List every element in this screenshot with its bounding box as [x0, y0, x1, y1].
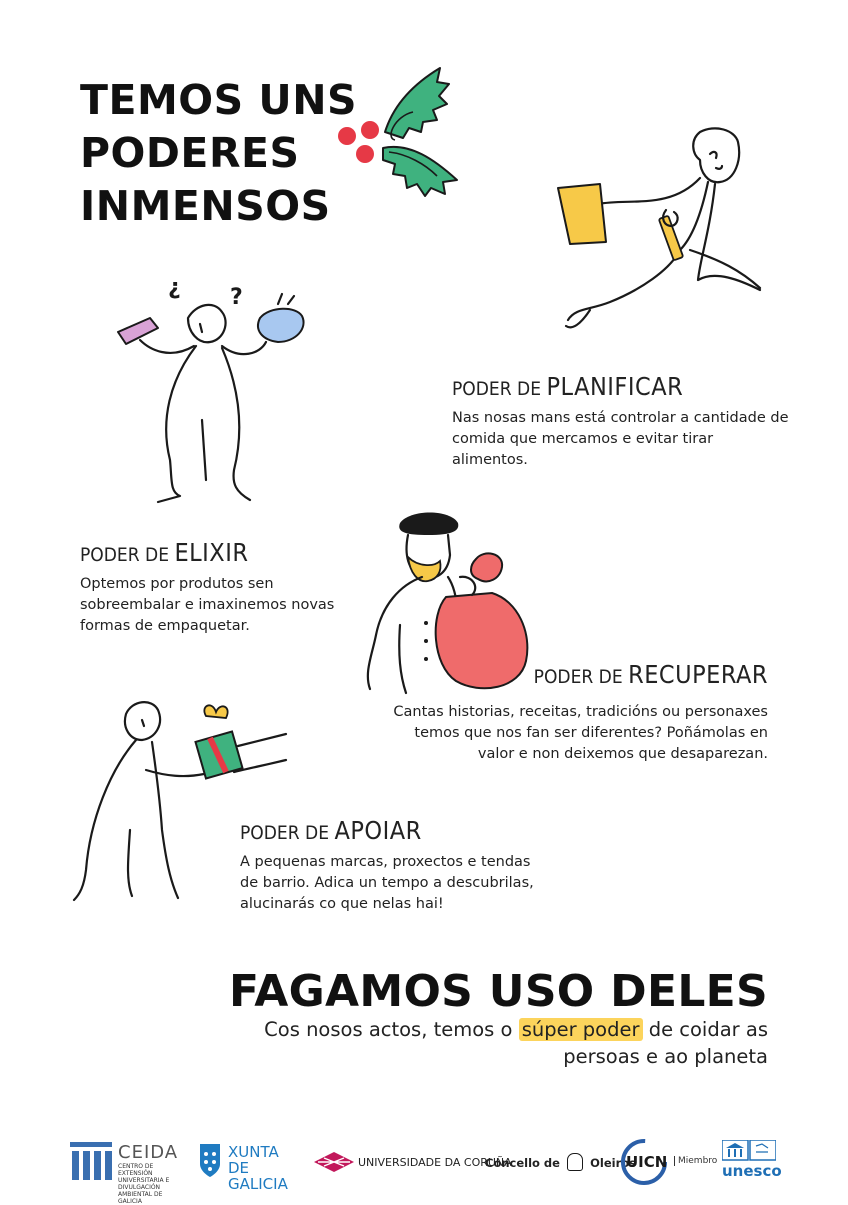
ceida-line-2: UNIVERSITARIA E DIVULGACIÓN [118, 1177, 170, 1191]
power-elixir-heading: PODER DE ELIXIR [80, 538, 248, 567]
uicn-name: UICN [626, 1153, 668, 1171]
power-recuperar-text: Cantas historias, receitas, tradicións o… [393, 704, 768, 762]
power-recuperar-prefix: PODER DE [533, 666, 623, 688]
power-planificar-prefix: PODER DE [452, 378, 541, 400]
ceida-logo-icon [70, 1142, 112, 1180]
uicn-tag: Miembro [674, 1156, 717, 1166]
power-elixir-prefix: PODER DE [80, 544, 169, 566]
ceida-line-3: AMBIENTAL DE GALICIA [118, 1191, 163, 1205]
power-elixir-verb: ELIXIR [174, 538, 249, 567]
power-planificar-heading: PODER DE PLANIFICAR [452, 372, 683, 401]
closing-title: FAGAMOS USO DELES [228, 966, 768, 1017]
closing-subtitle: Cos nosos actos, temos o súper poder de … [248, 1016, 768, 1070]
closing-sub-highlight: súper poder [518, 1018, 643, 1041]
power-apoiar-text: A pequenas marcas, proxectos e tendas de… [240, 854, 534, 912]
power-planificar-verb: PLANIFICAR [546, 372, 684, 401]
ceida-name: CEIDA [118, 1142, 179, 1163]
page-title: TEMOS UNS PODERES INMENSOS [80, 74, 380, 233]
title-line-3: INMENSOS [80, 182, 331, 230]
xunta-line-1: XUNTA [228, 1143, 279, 1161]
power-recuperar-verb: RECUPERAR [628, 660, 768, 689]
planning-figure-illustration [557, 127, 762, 329]
power-recuperar-heading: PODER DE RECUPERAR [534, 660, 768, 689]
question-mark-left: ¿ [168, 275, 181, 300]
power-apoiar-verb: APOIAR [334, 816, 422, 845]
closing-sub-after: de coidar as persoas e ao planeta [563, 1018, 768, 1068]
title-line-1: TEMOS UNS [80, 76, 358, 124]
holly-icon [338, 67, 458, 197]
power-apoiar-prefix: PODER DE [240, 822, 329, 844]
logo-oleiros: Concello de Oleiros [485, 1152, 636, 1171]
power-planificar-text: Nas nosas mans está controlar a cantidad… [452, 410, 789, 468]
chef-with-sack-illustration [366, 512, 529, 695]
gift-figure-illustration [72, 701, 288, 902]
udc-name: UNIVERSIDADE DA CORUÑA [358, 1156, 512, 1169]
choosing-figure-illustration: ¿ ? [117, 275, 305, 504]
power-apoiar-heading: PODER DE APOIAR [240, 816, 422, 845]
xunta-shield-icon [200, 1144, 220, 1177]
power-elixir-text: Optemos por produtos sen sobreembalar e … [80, 576, 335, 634]
unesco-name: unesco [722, 1162, 782, 1180]
closing-sub-before: Cos nosos actos, temos o [264, 1018, 513, 1041]
title-line-2: PODERES [80, 129, 300, 177]
xunta-line-2: DE GALICIA [228, 1159, 288, 1193]
oleiros-prefix: Concello de [485, 1156, 560, 1170]
uicn-ring-icon [621, 1139, 667, 1185]
oleiros-emblem-icon [567, 1153, 584, 1171]
question-mark-right: ? [230, 285, 243, 310]
udc-logo-icon [314, 1152, 354, 1172]
unesco-temple-icon [722, 1140, 776, 1161]
ceida-line-1: CENTRO DE EXTENSIÓN [118, 1163, 154, 1177]
